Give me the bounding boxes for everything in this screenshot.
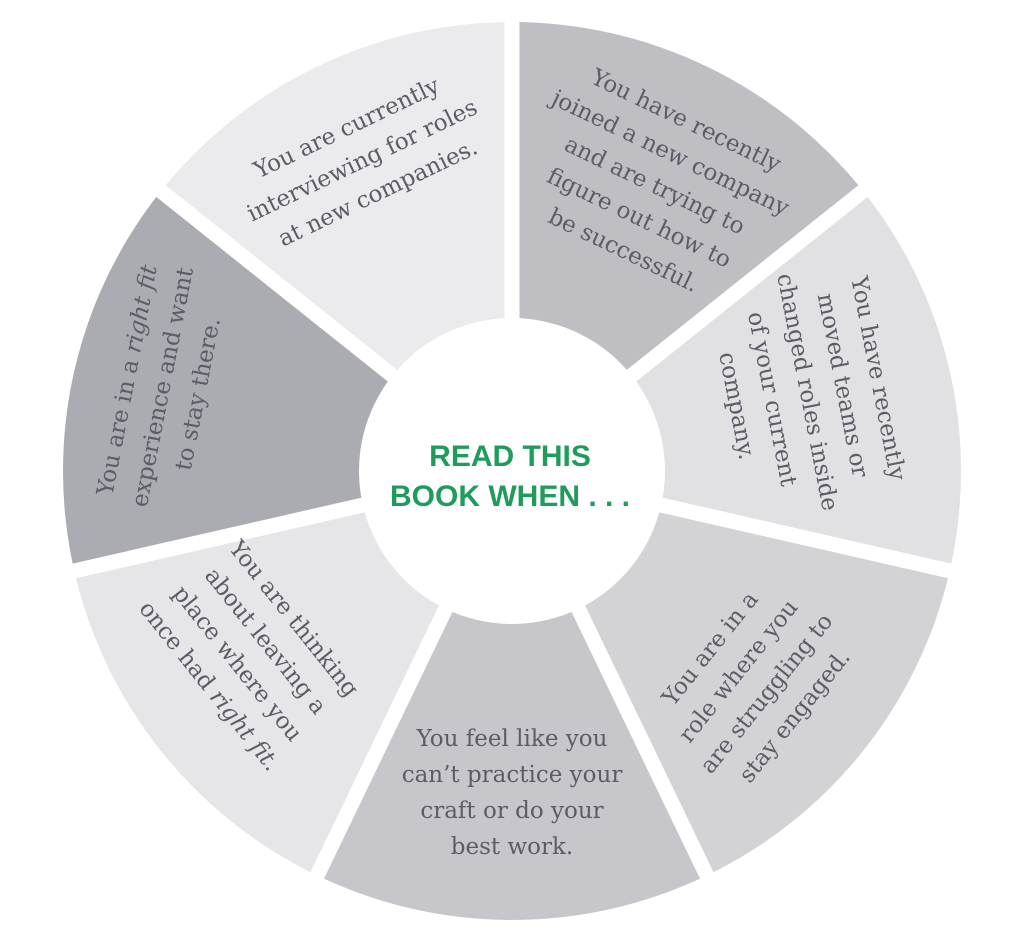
- segment-text-5: You feel like you can’t practice your craf…: [402, 726, 623, 860]
- segment-text-line: can’t practice your: [402, 762, 623, 788]
- wheel-segment-7: [62, 191, 403, 571]
- text-part: You feel like you: [416, 726, 608, 752]
- segment-text-line: You feel like you: [416, 726, 608, 752]
- wheel-segment-2: [512, 22, 864, 384]
- text-part: can’t practice your: [402, 762, 623, 788]
- text-part: craft or do your: [420, 798, 603, 824]
- center-title-line-1: READ THIS: [429, 440, 591, 473]
- center-title-line-2: BOOK WHEN . . .: [390, 480, 630, 513]
- segment-text-line: best work.: [451, 834, 573, 860]
- wheel-segment-3: [621, 191, 961, 571]
- segment-text-line: craft or do your: [420, 798, 603, 824]
- center-circle: [359, 318, 665, 624]
- text-part: best work.: [451, 834, 573, 860]
- wheel-segment-1: [160, 22, 513, 384]
